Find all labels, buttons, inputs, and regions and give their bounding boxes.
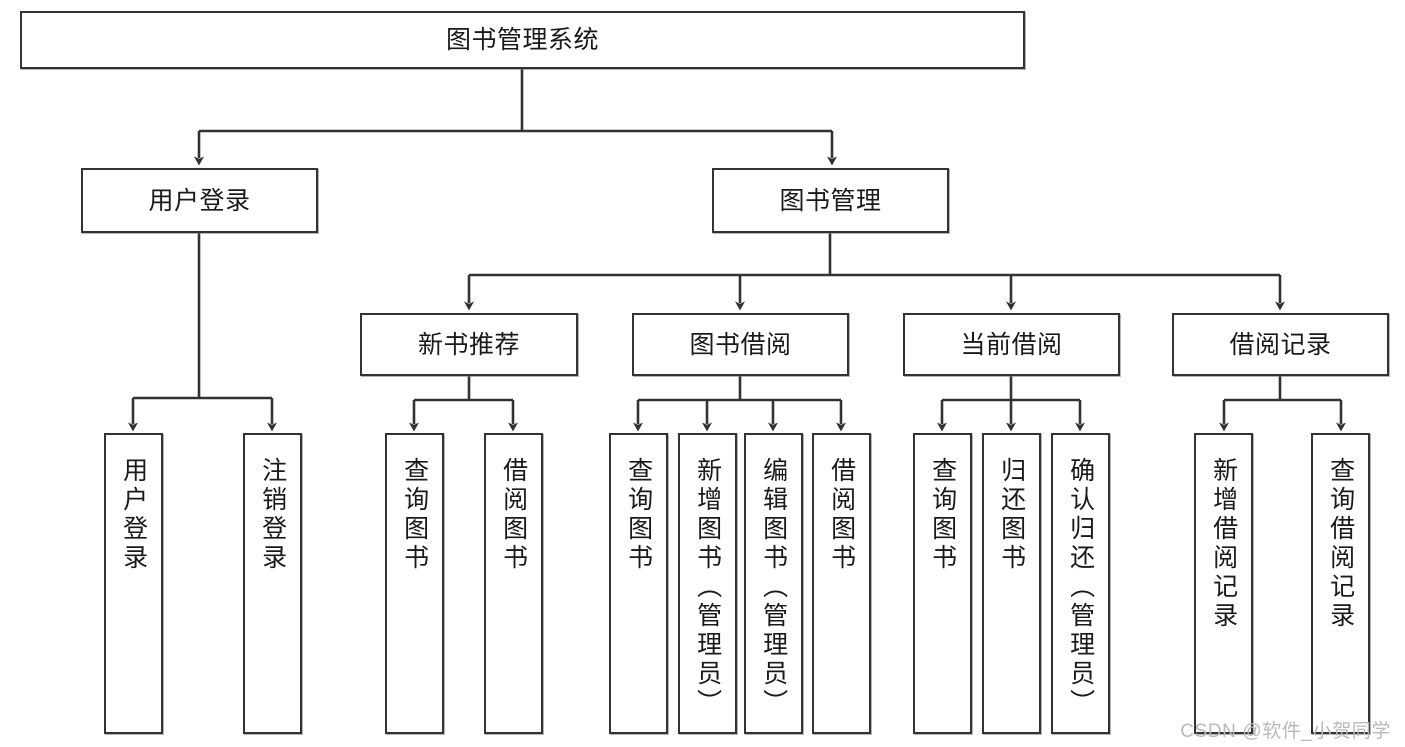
leaf-borrow-borrow-books[interactable]: 借阅图书 xyxy=(812,433,871,734)
node-label: 查询图书 xyxy=(928,457,957,573)
node-label: 当前借阅 xyxy=(960,330,1063,359)
node-label: 新书推荐 xyxy=(417,330,520,359)
node-user-login[interactable]: 用户登录 xyxy=(81,168,318,233)
node-new-book-recommend[interactable]: 新书推荐 xyxy=(360,313,578,376)
node-current-borrow[interactable]: 当前借阅 xyxy=(903,313,1120,376)
leaf-user-logout[interactable]: 注销登录 xyxy=(243,433,302,734)
leaf-current-return-books[interactable]: 归还图书 xyxy=(982,433,1041,734)
leaf-newbook-borrow-books[interactable]: 借阅图书 xyxy=(484,433,543,734)
node-label: 图书借阅 xyxy=(689,330,792,359)
leaf-newbook-query-books[interactable]: 查询图书 xyxy=(385,433,444,734)
node-book-management[interactable]: 图书管理 xyxy=(712,168,949,233)
leaf-user-login[interactable]: 用户登录 xyxy=(104,433,163,734)
node-label: 借阅记录 xyxy=(1229,330,1332,359)
node-label: 用户登录 xyxy=(148,186,251,215)
node-book-borrow[interactable]: 图书借阅 xyxy=(632,313,849,376)
node-label: 图书管理系统 xyxy=(445,26,599,54)
node-label: 编辑图书（管理员） xyxy=(759,457,788,718)
leaf-borrow-query-books[interactable]: 查询图书 xyxy=(609,433,668,734)
node-label: 注销登录 xyxy=(258,457,287,573)
node-label: 查询图书 xyxy=(624,457,653,573)
leaf-current-query-books[interactable]: 查询图书 xyxy=(913,433,972,734)
node-label: 新增图书（管理员） xyxy=(693,457,722,718)
leaf-current-confirm-return-admin[interactable]: 确认归还（管理员） xyxy=(1051,433,1110,734)
leaf-borrow-edit-book-admin[interactable]: 编辑图书（管理员） xyxy=(744,433,803,734)
node-label: 归还图书 xyxy=(997,457,1026,573)
node-label: 图书管理 xyxy=(779,186,882,215)
node-label: 借阅图书 xyxy=(499,457,528,573)
node-label: 确认归还（管理员） xyxy=(1066,457,1095,718)
leaf-record-add-borrow-record[interactable]: 新增借阅记录 xyxy=(1194,433,1253,734)
node-root-system[interactable]: 图书管理系统 xyxy=(20,11,1025,69)
node-borrow-record[interactable]: 借阅记录 xyxy=(1172,313,1389,376)
leaf-record-query-borrow-record[interactable]: 查询借阅记录 xyxy=(1311,433,1370,734)
node-label: 借阅图书 xyxy=(827,457,856,573)
node-label: 用户登录 xyxy=(119,457,148,573)
node-label: 新增借阅记录 xyxy=(1209,457,1238,631)
leaf-borrow-add-book-admin[interactable]: 新增图书（管理员） xyxy=(678,433,737,734)
node-label: 查询借阅记录 xyxy=(1326,457,1355,631)
node-label: 查询图书 xyxy=(400,457,429,573)
